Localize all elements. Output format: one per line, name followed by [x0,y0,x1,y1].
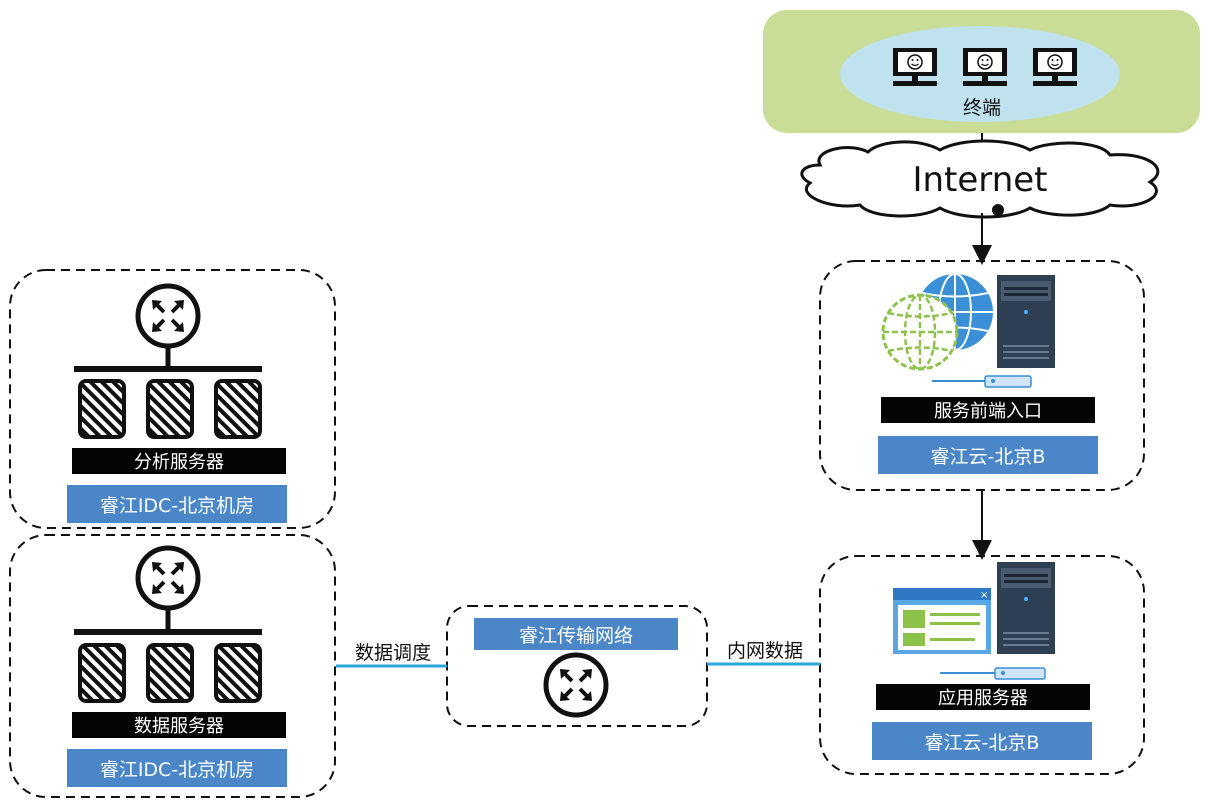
browser-window-icon: × [893,588,991,654]
server-icon [78,643,126,703]
transport-network-label: 睿江传输网络 [474,618,678,650]
cloud-b-front-box [819,260,1145,491]
tower-server-icon [997,562,1055,654]
cloud-b-front-site-label: 睿江云-北京B [878,436,1098,474]
idc-analysis-box [9,269,336,529]
server-icon [146,379,194,439]
server-icon [214,643,262,703]
data-server-label: 数据服务器 [72,712,286,738]
server-icon [214,379,262,439]
router-icon [135,283,201,349]
svg-text:×: × [980,590,988,601]
cloud-port [992,204,1004,216]
idc-data-site-label: 睿江IDC-北京机房 [67,749,287,787]
server-icon [78,379,126,439]
router-icon [135,545,201,611]
data-dispatch-label: 数据调度 [354,641,431,664]
rack-server-icon [940,667,1046,680]
analysis-server-label: 分析服务器 [72,448,286,474]
desktop-computer-icon [1033,48,1077,86]
front-entry-label: 服务前端入口 [881,397,1095,423]
cloud-b-app-site-label: 睿江云-北京B [872,722,1092,760]
internet-label: Internet [912,160,1048,200]
desktop-computer-icon [893,48,937,86]
server-icon [146,643,194,703]
cloud-icon [800,139,1160,219]
desktop-computer-icon [963,48,1007,86]
intranet-data-label: 内网数据 [726,639,803,662]
tower-server-icon [997,275,1055,368]
terminal-label: 终端 [962,96,1001,119]
idc-analysis-site-label: 睿江IDC-北京机房 [67,485,287,523]
idc-data-box [9,534,336,798]
globe-icon [881,293,959,371]
rack-server-icon [932,375,1032,388]
app-server-label: 应用服务器 [876,684,1090,710]
router-icon [543,652,609,718]
